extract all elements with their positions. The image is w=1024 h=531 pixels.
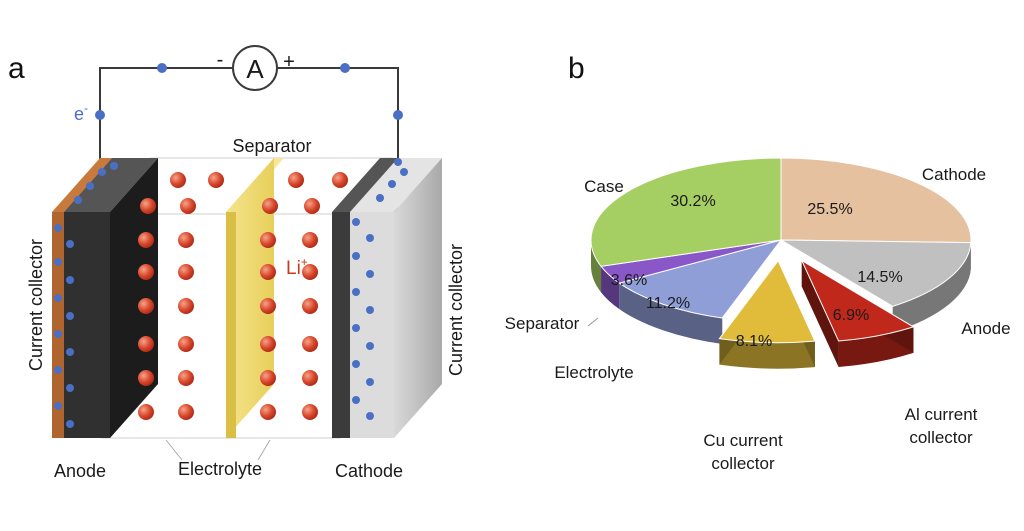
pie-slice-case <box>590 157 782 267</box>
label-case: Case <box>584 177 624 196</box>
li-ion-symbol: Li <box>286 258 301 279</box>
li-ion-label: Li+ <box>286 255 308 279</box>
electron-superscript: - <box>84 101 88 115</box>
electron-dot <box>393 110 403 120</box>
separator-membrane <box>226 158 284 438</box>
anode-label: Anode <box>54 461 106 481</box>
pct-case: 30.2% <box>670 193 715 210</box>
current-collector-right-label: Current collector <box>446 244 466 376</box>
ammeter-symbol: A <box>246 54 264 84</box>
panel-a-letter: a <box>8 52 25 85</box>
separator-leader <box>587 317 599 327</box>
label-al-2: collector <box>909 428 973 447</box>
pie-slice-electrolyte <box>618 239 783 319</box>
li-ion-superscript: + <box>301 255 308 269</box>
electron-dot <box>157 63 167 73</box>
label-cu-2: collector <box>711 454 775 473</box>
electron-dot <box>340 63 350 73</box>
ammeter-minus: - <box>217 49 224 71</box>
label-cathode: Cathode <box>922 165 986 184</box>
pct-separator: 3.6% <box>611 272 647 289</box>
pie-slice-cu-current-collector <box>718 259 816 344</box>
panel-b-letter: b <box>568 52 585 85</box>
electron-symbol: e <box>74 104 84 124</box>
anode-electrons <box>54 162 118 428</box>
pct-al: 6.9% <box>833 307 869 324</box>
anode-layer <box>64 158 158 438</box>
cathode-label: Cathode <box>335 461 403 481</box>
electron-dot <box>95 110 105 120</box>
ammeter-plus: + <box>283 51 295 73</box>
current-collector-left-label: Current collector <box>26 239 46 371</box>
label-al-1: Al current <box>905 405 978 424</box>
pie-side-case <box>591 240 602 293</box>
pie-side-separator <box>601 266 620 310</box>
separator-label: Separator <box>232 136 311 156</box>
lithium-ions <box>138 172 348 420</box>
cathode-current-collector <box>350 158 442 438</box>
label-anode: Anode <box>961 319 1010 338</box>
external-circuit <box>95 63 403 160</box>
pie-slice-al-current-collector <box>800 259 915 342</box>
pie-wall-al-current-collector <box>801 260 839 368</box>
panel-b-pie-chart: b 30.2% 25.5% 14.5% 6.9% 8.1% 11.2% 3.6%… <box>505 52 1011 473</box>
electrolyte-label: Electrolyte <box>178 459 262 479</box>
ammeter: A - + <box>217 45 295 91</box>
pie-side-cu-current-collector <box>719 338 815 369</box>
pct-anode: 14.5% <box>857 269 902 286</box>
pie-side-anode <box>892 242 971 333</box>
pct-cathode: 25.5% <box>807 201 852 218</box>
pie-slice-anode <box>779 239 972 307</box>
label-separator: Separator <box>505 314 580 333</box>
label-electrolyte: Electrolyte <box>554 363 633 382</box>
pct-electrolyte: 11.2% <box>646 295 690 312</box>
pct-cu: 8.1% <box>736 333 772 350</box>
panel-a-battery-diagram: a A - + e- Separator <box>8 45 466 481</box>
label-cu-1: Cu current <box>703 431 783 450</box>
cathode-electrons <box>352 158 408 420</box>
electrolyte-leader <box>165 439 271 461</box>
pie-slice-cathode <box>780 157 972 244</box>
ammeter-icon <box>232 45 278 91</box>
pie-slices <box>590 157 972 369</box>
pie-side-electrolyte <box>619 283 723 344</box>
electron-label: e- <box>74 101 88 124</box>
